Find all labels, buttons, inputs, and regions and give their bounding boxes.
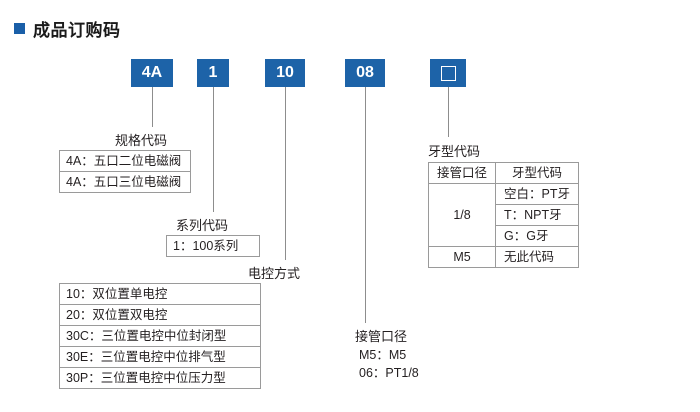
code-box-spec[interactable]: 4A [131,59,173,87]
page-title: 成品订购码 [14,16,121,41]
table-row: 1/8 空白：PT牙 [427,183,579,247]
table-row: 接管口径 牙型代码 [427,162,579,184]
table-cell-thread: T：NPT牙 [495,204,579,226]
list-item: 30E：三位置电控中位排气型 [60,347,260,368]
table-cell-port: M5 [427,246,497,268]
group-label-control: 电控方式 [248,266,301,281]
title-bullet-icon [14,23,25,34]
table-cell-thread: G：G牙 [495,225,579,247]
connector-thread-vertical [448,87,449,137]
group-label-port: 接管口径 [355,329,408,344]
table-cell-port: 1/8 [427,183,497,247]
table-cell-thread: 空白：PT牙 [495,183,579,205]
connector-port-vertical [365,87,366,323]
list-item: 4A：五口二位电磁阀 [60,151,190,172]
port-list: M5：M5 06：PT1/8 [355,346,435,382]
list-item: 1：100系列 [167,236,259,257]
connector-series-vertical [213,87,214,212]
code-box-series[interactable]: 1 [197,59,229,87]
thread-table: 接管口径 牙型代码 1/8 空白：PT牙 T：NPT牙 G：G牙 M5 无此代码 [427,162,579,268]
table-header-thread: 牙型代码 [495,162,579,184]
control-list: 10：双位置单电控 20：双位置双电控 30C：三位置电控中位封闭型 30E：三… [59,283,261,389]
list-item: 30P：三位置电控中位压力型 [60,368,260,389]
series-list: 1：100系列 [166,235,260,257]
code-box-thread[interactable] [430,59,466,87]
list-item: 20：双位置双电控 [60,305,260,326]
list-item: 10：双位置单电控 [60,284,260,305]
list-item: M5：M5 [359,348,407,362]
code-box-port[interactable]: 08 [345,59,385,87]
table-row: M5 无此代码 [427,246,579,268]
page-title-text: 成品订购码 [33,21,121,40]
list-item: 06：PT1/8 [359,366,419,380]
list-item: 30C：三位置电控中位封闭型 [60,326,260,347]
connector-control-vertical [285,87,286,260]
list-item: 4A：五口三位电磁阀 [60,172,190,193]
connector-spec-vertical [152,87,153,127]
group-label-spec: 规格代码 [115,133,168,148]
table-cell-thread: 无此代码 [495,246,579,268]
table-header-port: 接管口径 [427,162,497,184]
spec-list: 4A：五口二位电磁阀 4A：五口三位电磁阀 [59,150,191,193]
code-box-control[interactable]: 10 [265,59,305,87]
group-label-thread: 牙型代码 [428,144,481,159]
group-label-series: 系列代码 [176,218,229,233]
